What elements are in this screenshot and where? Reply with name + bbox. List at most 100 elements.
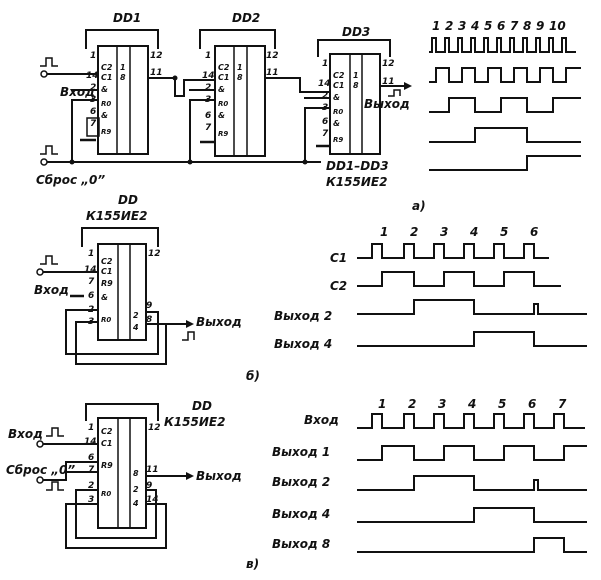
svg-text:11: 11 (382, 77, 395, 87)
output-arrow-icon (404, 82, 412, 90)
svg-text:&: & (218, 111, 225, 120)
svg-text:12: 12 (148, 249, 161, 259)
trace-label-b: Выход 4 (274, 337, 332, 351)
svg-text:6: 6 (205, 111, 211, 121)
svg-text:1: 1 (88, 423, 94, 433)
output-pulse-icon-b (182, 331, 195, 341)
svg-text:&: & (333, 119, 340, 128)
svg-text:2: 2 (88, 481, 94, 491)
pulse-number: 7 (510, 19, 519, 33)
svg-text:2: 2 (133, 485, 139, 494)
chip-dd3-label: DD3 (342, 25, 370, 39)
pulse-number: 1 (378, 397, 386, 411)
caption-a: а) (412, 199, 426, 213)
pulse-number: 7 (558, 397, 567, 411)
chip-b-label: DD (118, 193, 138, 207)
caption-c: в) (246, 557, 259, 571)
chip-dd1-label: DD1 (113, 11, 141, 25)
pulse-number: 3 (458, 19, 466, 33)
svg-text:14: 14 (86, 71, 99, 81)
svg-text:8: 8 (120, 73, 126, 82)
pulse-number: 5 (484, 19, 492, 33)
svg-text:8: 8 (353, 81, 359, 90)
pulse-number: 8 (523, 19, 531, 33)
input-label-c: Вход (8, 427, 43, 441)
svg-text:6: 6 (88, 291, 94, 301)
chip-b-type: К155ИЕ2 (86, 209, 147, 223)
svg-text:C1: C1 (101, 439, 112, 448)
pulse-number: 2 (408, 397, 416, 411)
svg-text:14: 14 (84, 437, 97, 447)
svg-text:9: 9 (146, 301, 152, 311)
pulse-number: 5 (498, 397, 506, 411)
pulse-number: 5 (500, 225, 508, 239)
trace-out4-b (357, 331, 587, 347)
svg-text:3: 3 (88, 495, 94, 505)
trace-label-c: Выход 8 (272, 537, 330, 551)
output-label-b: Выход (196, 315, 242, 329)
trace-c2-b (357, 271, 561, 287)
input-label-b: Вход (34, 283, 69, 297)
chip-dd3: DD3 1 12 C2 14 C1 1 8 11 2 3 & R0 6 & 7 … (317, 25, 395, 155)
chip-type-label: К155ИЕ2 (326, 175, 387, 189)
chip-dd1-body (97, 45, 149, 155)
trace-q2-a (429, 97, 581, 113)
svg-text:C1: C1 (101, 73, 112, 82)
svg-text:4: 4 (132, 499, 139, 508)
reset-feedback-b (65, 309, 159, 355)
output-label-c: Выход (196, 469, 242, 483)
input-label: Вход (60, 85, 95, 99)
svg-text:&: & (101, 111, 108, 120)
reset-label: Сброс „0” (36, 173, 105, 187)
feedback-loop-dd1 (85, 29, 159, 49)
trace-input-c (357, 413, 585, 429)
svg-text:C2: C2 (218, 63, 230, 72)
svg-text:C1: C1 (101, 267, 112, 276)
input-pulse-icon-c (46, 427, 64, 437)
svg-text:&: & (101, 293, 108, 302)
feedback-loop-c (85, 403, 159, 421)
svg-text:2: 2 (205, 83, 211, 93)
svg-text:1: 1 (322, 59, 328, 69)
svg-text:6: 6 (90, 107, 96, 117)
feedback-loop-b (81, 227, 159, 247)
pulse-number: 2 (445, 19, 453, 33)
svg-text:7: 7 (322, 129, 329, 139)
svg-text:R0: R0 (333, 108, 343, 116)
svg-text:R0: R0 (101, 490, 111, 498)
svg-text:14: 14 (202, 71, 215, 81)
input-pulse-icon (40, 57, 58, 67)
svg-text:1: 1 (120, 63, 126, 72)
pulse-number: 4 (470, 19, 479, 33)
svg-text:&: & (218, 85, 225, 94)
svg-text:R9: R9 (218, 130, 228, 138)
svg-text:&: & (333, 93, 340, 102)
svg-text:7: 7 (88, 277, 95, 287)
svg-text:R0: R0 (218, 100, 228, 108)
panel-c: DD К155ИЕ2 1 12 C2 14 C1 6 7 R9 2 3 R0 8… (6, 397, 587, 571)
dd2-to-dd3-wire (264, 77, 331, 93)
pulse-number: 4 (467, 397, 476, 411)
svg-text:4: 4 (132, 323, 139, 332)
chip-c-type: К155ИЕ2 (164, 415, 225, 429)
svg-text:R9: R9 (101, 279, 113, 288)
trace-q3-a (429, 127, 581, 143)
svg-text:1: 1 (353, 71, 359, 80)
svg-text:12: 12 (382, 59, 395, 69)
pulse-number: 9 (536, 19, 544, 33)
trace-input-a (429, 37, 576, 53)
trace-q1-a (429, 67, 581, 83)
svg-text:R9: R9 (333, 136, 343, 144)
trace-out2-c (357, 475, 587, 491)
svg-text:8: 8 (237, 73, 243, 82)
svg-text:6: 6 (322, 117, 328, 127)
reset-feedback-b2 (75, 321, 167, 365)
svg-text:8: 8 (133, 469, 139, 478)
reset-label-c: Сброс „0” (6, 463, 75, 477)
trace-q4-a (429, 155, 581, 171)
dd1-to-dd2-wire (147, 77, 185, 97)
pulse-number: 4 (469, 225, 478, 239)
reset-pulse-icon-c (46, 481, 64, 491)
